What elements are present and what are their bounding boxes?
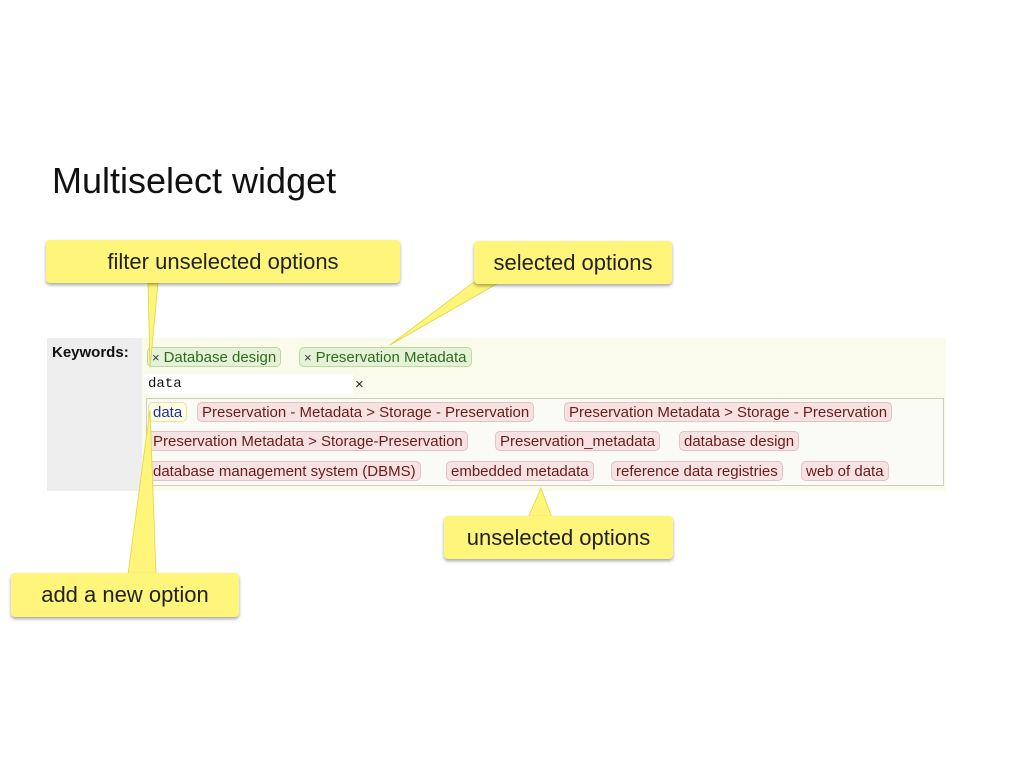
slide-title: Multiselect widget [52, 160, 337, 201]
selected-option-label: Database design [163, 349, 277, 366]
unselected-callout: unselected options [444, 516, 673, 559]
unselected-option-chip[interactable]: Preservation Metadata > Storage-Preserva… [148, 431, 468, 451]
selected-callout-pointer [389, 281, 502, 346]
selected-option-chip[interactable]: ×Preservation Metadata [299, 347, 472, 367]
unselected-option-chip[interactable]: web of data [801, 461, 889, 481]
remove-icon[interactable]: × [304, 350, 312, 365]
selected-option-chip[interactable]: ×Database design [147, 347, 282, 367]
clear-filter-icon[interactable]: × [355, 376, 364, 393]
remove-icon[interactable]: × [152, 350, 160, 365]
selected-callout: selected options [474, 241, 672, 284]
unselected-option-chip[interactable]: database design [679, 431, 800, 451]
add-callout: add a new option [11, 573, 239, 617]
add-new-option-chip[interactable]: data [148, 402, 188, 422]
selected-option-label: Preservation Metadata [315, 349, 467, 366]
unselected-option-chip[interactable]: embedded metadata [446, 461, 594, 481]
filter-callout: filter unselected options [46, 240, 400, 283]
filter-input[interactable] [145, 374, 353, 394]
filter-callout-pointer [147, 282, 159, 369]
unselected-option-chip[interactable]: Preservation_metadata [495, 431, 661, 451]
unselected-option-chip[interactable]: Preservation Metadata > Storage - Preser… [564, 402, 893, 422]
unselected-callout-pointer [527, 486, 553, 519]
unselected-option-chip[interactable]: reference data registries [611, 461, 783, 481]
field-label-column: Keywords: [47, 338, 142, 491]
keywords-label: Keywords: [52, 344, 129, 361]
add-callout-pointer [127, 409, 157, 575]
unselected-option-chip[interactable]: database management system (DBMS) [148, 461, 421, 481]
unselected-option-chip[interactable]: Preservation - Metadata > Storage - Pres… [197, 402, 535, 422]
